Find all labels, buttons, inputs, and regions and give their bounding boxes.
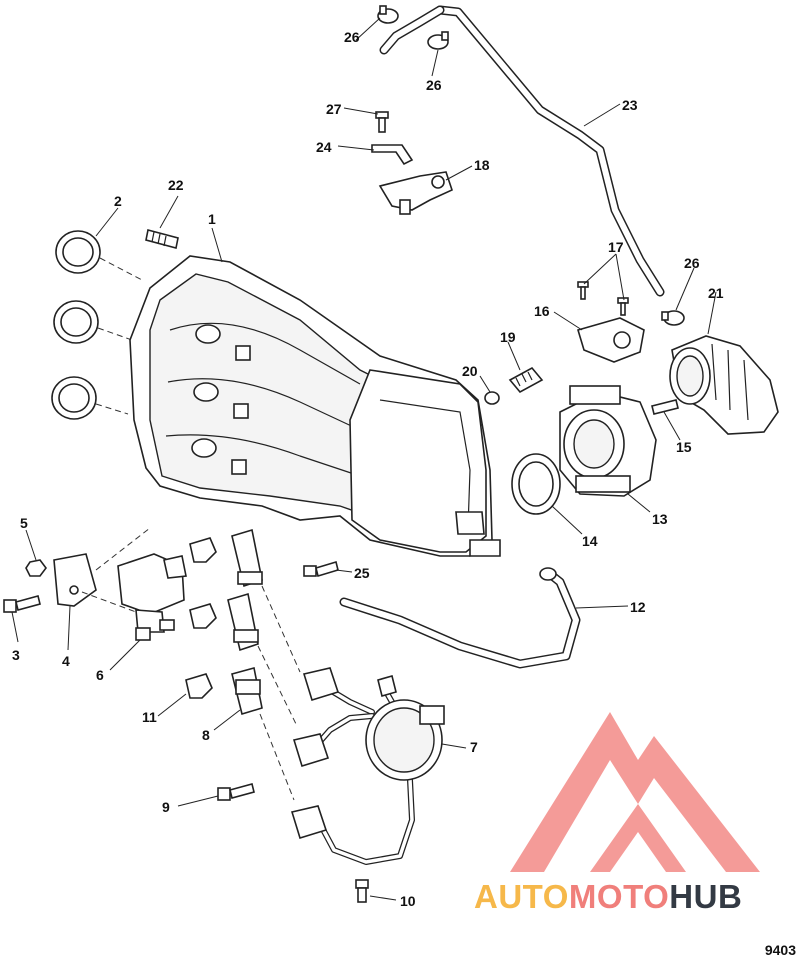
nut-5 [25,559,47,577]
clip-11-bottom [185,673,213,699]
callout-12: 12 [630,599,646,615]
clip-11-top [189,537,217,563]
watermark-logo [510,712,760,872]
callout-26-right: 26 [684,255,700,271]
callout-25: 25 [354,565,370,581]
hose-clamp-26-right [661,310,685,326]
callout-19: 19 [500,329,516,345]
screw-10 [355,879,369,903]
callout-24: 24 [316,139,332,155]
fuel-injector-8-mid [227,592,259,652]
stud-22 [145,229,179,249]
callout-22: 22 [168,177,184,193]
callout-26-top: 26 [344,29,360,45]
hose-clamp-26-top [377,5,399,24]
callout-15: 15 [676,439,692,455]
watermark-text: AUTOMOTOHUB [474,878,742,916]
callout-10: 10 [400,893,416,909]
callout-14: 14 [582,533,598,549]
hose-clamp-26-mid [427,31,449,50]
callout-3: 3 [12,647,20,663]
callout-9: 9 [162,799,170,815]
hose-12 [339,567,581,669]
seal-ring-2-mid [53,300,99,344]
screw-17-left [577,281,589,300]
screw-27 [375,111,389,133]
leader-lines [11,17,717,901]
figure-id: 9403 [764,942,796,958]
screw-25 [303,560,339,578]
watermark-hub: HUB [669,878,743,915]
callout-8: 8 [202,727,210,743]
hose-23 [379,5,665,297]
wiring-harness-7 [290,667,445,865]
watermark-moto: MOTO [568,878,670,915]
triangle-logo-icon [510,712,760,872]
bracket-24 [371,144,414,166]
callout-18: 18 [474,157,490,173]
bolt-3 [3,595,41,613]
clip-11-mid [189,603,217,629]
callout-2: 2 [114,193,122,209]
watermark-auto: AUTO [474,878,569,915]
sensor-18 [378,171,453,215]
callout-21: 21 [708,285,724,301]
temperature-sensor-19 [508,366,544,394]
callout-20: 20 [462,363,478,379]
callout-5: 5 [20,515,28,531]
callout-7: 7 [470,739,478,755]
callout-16: 16 [534,303,550,319]
screw-9 [217,783,255,801]
callout-13: 13 [652,511,668,527]
fuel-injector-8-bottom [231,667,263,716]
throttle-position-sensor-16 [577,317,645,363]
o-ring-20 [484,391,500,405]
bracket-4 [53,553,97,607]
callout-4: 4 [62,653,70,669]
callout-labels: 1 2 3 4 5 6 7 8 9 10 11 12 13 14 15 16 1… [12,29,724,909]
screw-17-right [617,297,629,316]
screw-15 [651,399,679,415]
throttle-body-13 [559,385,657,497]
callout-23: 23 [622,97,638,113]
callout-27: 27 [326,101,342,117]
air-duct-21 [669,335,779,435]
callout-1: 1 [208,211,216,227]
callout-11: 11 [142,709,157,725]
seal-ring-2-top [55,230,101,274]
fuel-injector-8-top [231,528,263,588]
solenoid-valve-6 [117,553,187,641]
callout-17: 17 [608,239,624,255]
callout-26-mid: 26 [426,77,442,93]
intake-manifold-1 [129,255,501,557]
seal-ring-2-bottom [51,376,97,420]
gasket-14 [511,453,561,515]
callout-6: 6 [96,667,104,683]
